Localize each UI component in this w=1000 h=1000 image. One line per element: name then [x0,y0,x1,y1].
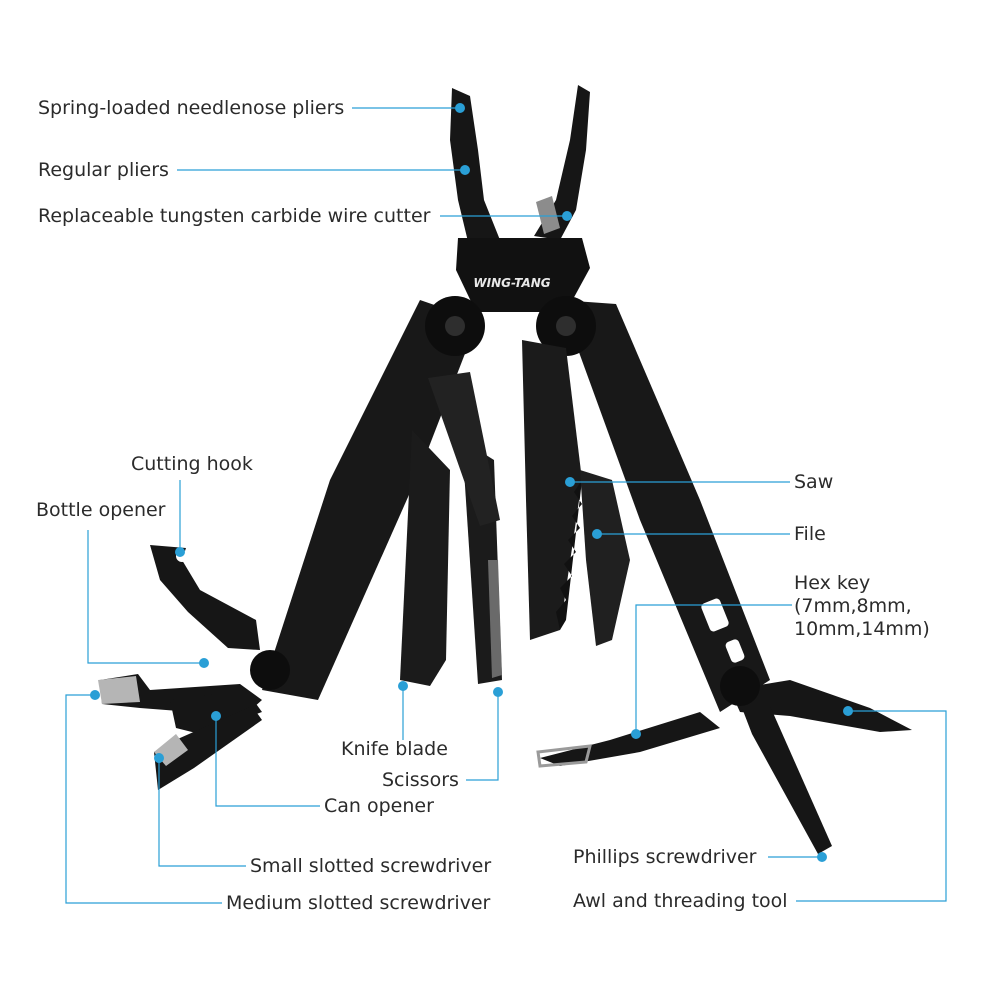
leader-medium-slotted [65,694,222,904]
label-scissors: Scissors [382,769,459,791]
dot-regular-pliers [460,165,470,175]
label-knife-blade: Knife blade [341,738,448,760]
leader-lines [65,107,947,904]
label-hex-key: Hex key (7mm,8mm, 10mm,14mm) [794,572,930,640]
multitool-body: WING-TANG [98,85,912,854]
right-plier-jaw [534,85,590,240]
dot-saw [565,477,575,487]
leader-small-slotted [158,758,246,867]
leader-awl [796,710,947,902]
dot-hex-key [631,729,641,739]
label-can-opener: Can opener [324,795,434,817]
file-tool [580,470,630,646]
label-medium-slotted-screwdriver: Medium slotted screwdriver [226,892,491,914]
knife-blade [400,430,450,686]
dot-knife-blade [398,681,408,691]
handle-cutout [701,598,729,632]
leader-scissors [466,692,499,781]
left-handle [262,300,478,700]
leader-hex-key [635,604,792,734]
dot-cutting-hook [175,547,185,557]
label-saw: Saw [794,471,834,493]
brand-logo: WING-TANG [473,276,550,290]
dot-scissors [493,687,503,697]
label-bottle-opener: Bottle opener [36,499,166,521]
leader-bottle-opener [87,530,204,664]
handle-cutout [725,639,745,663]
label-phillips-screwdriver: Phillips screwdriver [573,846,757,868]
scissors-edge [488,560,502,678]
bottle-opener-tool [150,545,260,650]
plier-head [456,238,590,312]
dot-wire-cutter [562,211,572,221]
small-slotted-screwdriver-tool [154,706,262,790]
dot-bottle-opener [199,658,209,668]
saw-teeth [556,480,582,630]
right-handle-pivot [720,666,760,706]
hex-key-ring [536,744,592,768]
phillips-screwdriver-tool [742,706,832,854]
label-cutting-hook: Cutting hook [131,453,253,475]
label-needlenose-pliers: Spring-loaded needlenose pliers [38,97,345,119]
wire-cutter-insert [536,196,560,234]
pivot-bolt-left-cap [445,316,465,336]
pivot-bolt-right-cap [556,316,576,336]
label-regular-pliers: Regular pliers [38,159,169,181]
dot-small-slotted [154,753,164,763]
left-handle-pivot [250,650,290,690]
dot-awl [843,706,853,716]
dot-needlenose [455,103,465,113]
saw-blade [522,340,582,640]
leader-can-opener [215,716,320,807]
awl-tool [730,680,912,732]
label-wire-cutter: Replaceable tungsten carbide wire cutter [38,205,431,227]
dot-phillips [817,852,827,862]
label-awl-threading-tool: Awl and threading tool [573,890,788,912]
leader-dots [90,103,853,862]
dot-can-opener [211,711,221,721]
hex-key-tool [540,712,720,766]
label-file: File [794,523,826,545]
dot-medium-slotted [90,690,100,700]
label-small-slotted-screwdriver: Small slotted screwdriver [250,855,492,877]
dot-file [592,529,602,539]
scissors-arm [428,372,500,526]
medium-slotted-tip [98,676,140,704]
left-plier-jaw [450,88,500,250]
